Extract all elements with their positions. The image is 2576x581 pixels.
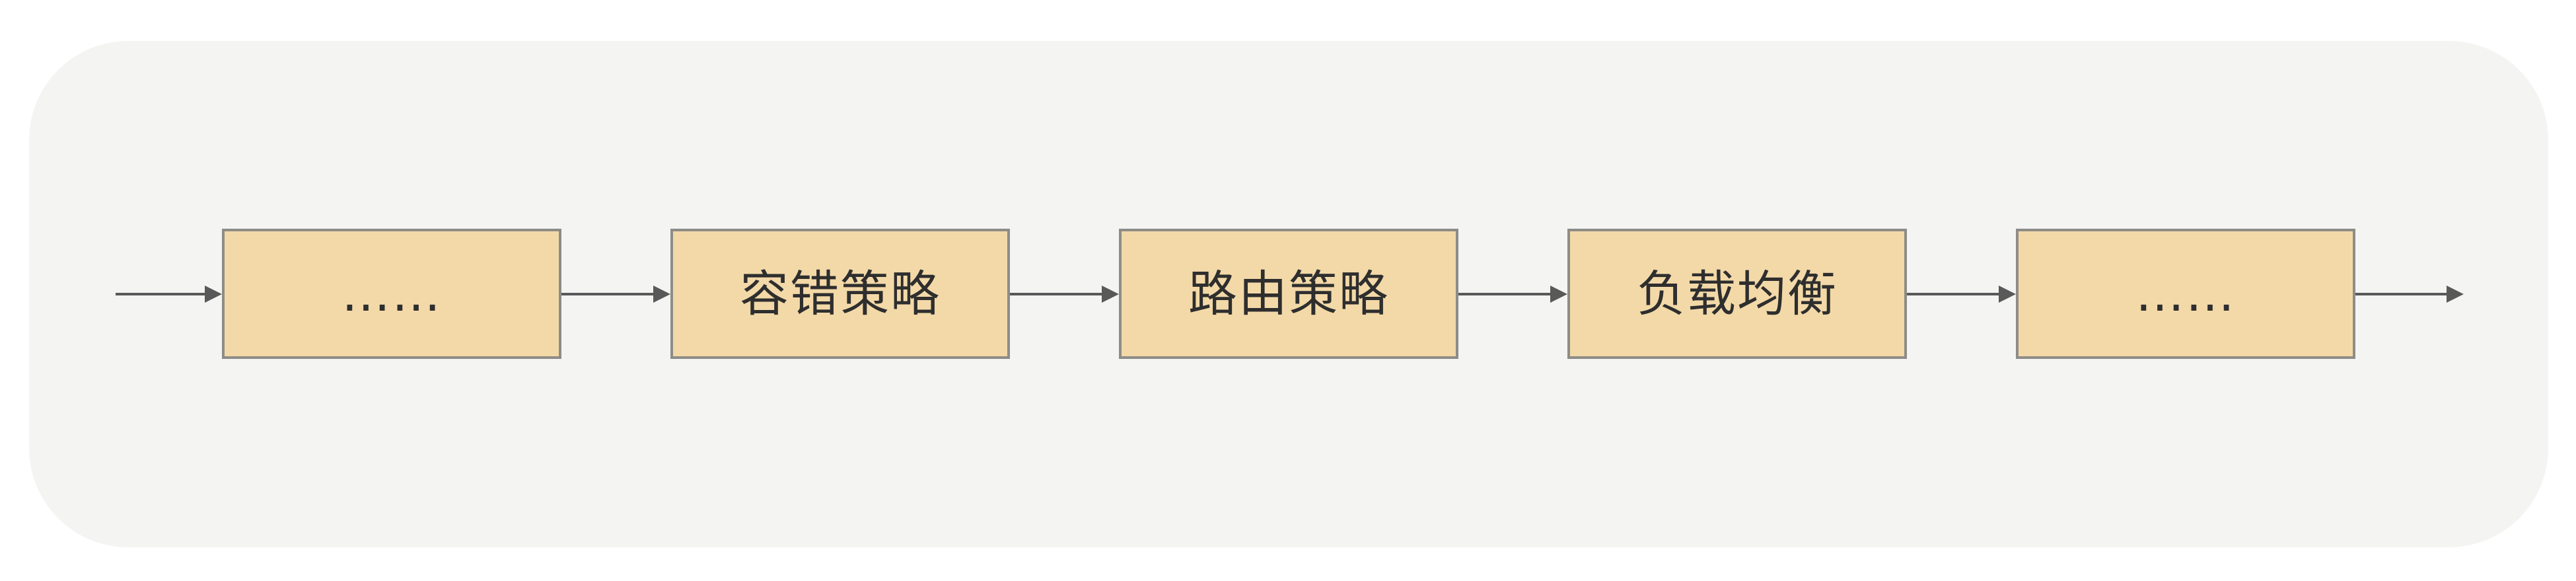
stage-node-5: ……	[2016, 229, 2355, 359]
stage-node-1: ……	[222, 229, 561, 359]
arrow-node-1-to-2-head	[653, 286, 670, 303]
stage-node-5-label: ……	[2135, 265, 2236, 323]
routing-strategy-node: 路由策略	[1119, 229, 1458, 359]
fault-tolerance-strategy-label: 容错策略	[740, 265, 941, 323]
arrow-start-to-node-1-head	[205, 286, 222, 303]
arrow-node-3-to-4-head	[1550, 286, 1567, 303]
arrow-node-2-to-3-head	[1102, 286, 1119, 303]
arrow-node-4-to-5-head	[1999, 286, 2016, 303]
arrow-node-5-to-end-head	[2447, 286, 2464, 303]
fault-tolerance-strategy-node: 容错策略	[670, 229, 1010, 359]
load-balancing-label: 负载均衡	[1637, 265, 1838, 323]
stage-node-1-label: ……	[341, 265, 442, 323]
routing-strategy-label: 路由策略	[1188, 265, 1389, 323]
load-balancing-node: 负载均衡	[1567, 229, 1907, 359]
